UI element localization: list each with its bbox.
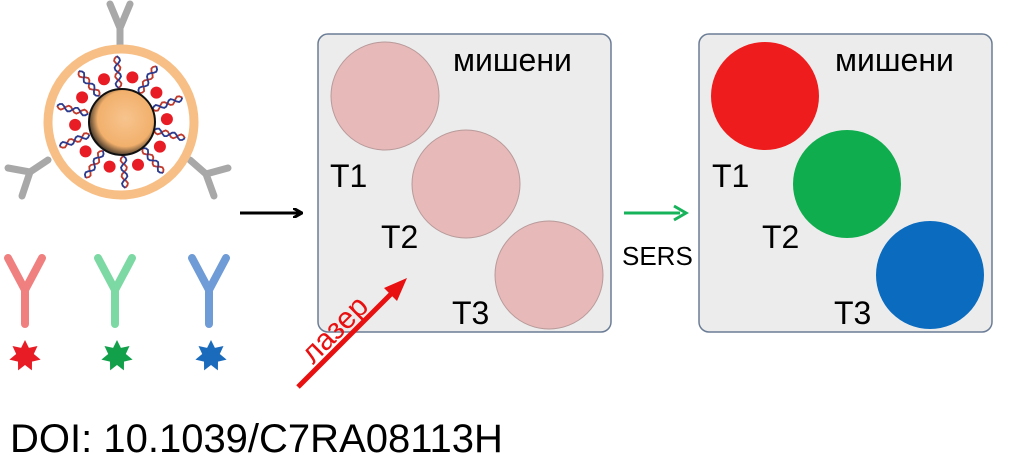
reporter-dot <box>132 159 144 171</box>
panel-before: мишени T1 T2 T3 <box>318 34 611 332</box>
antibody-red-icon <box>8 258 42 324</box>
target-label-t1-after: T1 <box>712 158 749 194</box>
star-green-icon <box>101 340 132 370</box>
star-blue-icon <box>195 340 226 370</box>
antibody-right-icon <box>190 160 228 196</box>
reporter-dot <box>150 87 162 99</box>
target-circle-t2-after <box>793 130 901 238</box>
panel-after: мишени T1 T2 T3 <box>699 34 992 332</box>
panel-before-title: мишени <box>453 42 572 78</box>
star-red-icon <box>9 340 40 370</box>
reporter-dot <box>76 91 88 103</box>
nanoparticle <box>8 4 228 196</box>
sers-label: SERS <box>622 241 693 271</box>
sers-arrow <box>624 206 686 220</box>
reporter-stars <box>9 340 226 370</box>
reporter-dot <box>80 145 92 157</box>
target-label-t1-before: T1 <box>330 158 367 194</box>
antibody-green-icon <box>98 258 132 324</box>
doi-text: DOI: 10.1039/C7RA08113H <box>10 415 503 463</box>
antibody-top-icon <box>110 4 130 46</box>
antibody-left-icon <box>8 160 48 196</box>
reporter-dot <box>104 161 116 173</box>
target-label-t2-before: T2 <box>381 219 418 255</box>
reporter-dot <box>98 73 110 85</box>
target-circle-t1-before <box>331 42 439 150</box>
target-circle-t2-before <box>412 130 520 238</box>
panel-after-title: мишени <box>835 42 954 78</box>
target-label-t2-after: T2 <box>762 219 799 255</box>
nanoparticle-core <box>89 89 155 155</box>
target-circle-t1-after <box>711 42 819 150</box>
reporter-dot <box>154 141 166 153</box>
target-circle-t3-before <box>495 221 603 329</box>
reporter-dot <box>126 71 138 83</box>
reporter-dot <box>161 113 173 125</box>
reporter-dot <box>69 119 81 131</box>
antibody-blue-icon <box>192 258 226 324</box>
target-label-t3-before: T3 <box>452 295 489 331</box>
target-circle-t3-after <box>876 221 984 329</box>
target-label-t3-after: T3 <box>834 295 871 331</box>
